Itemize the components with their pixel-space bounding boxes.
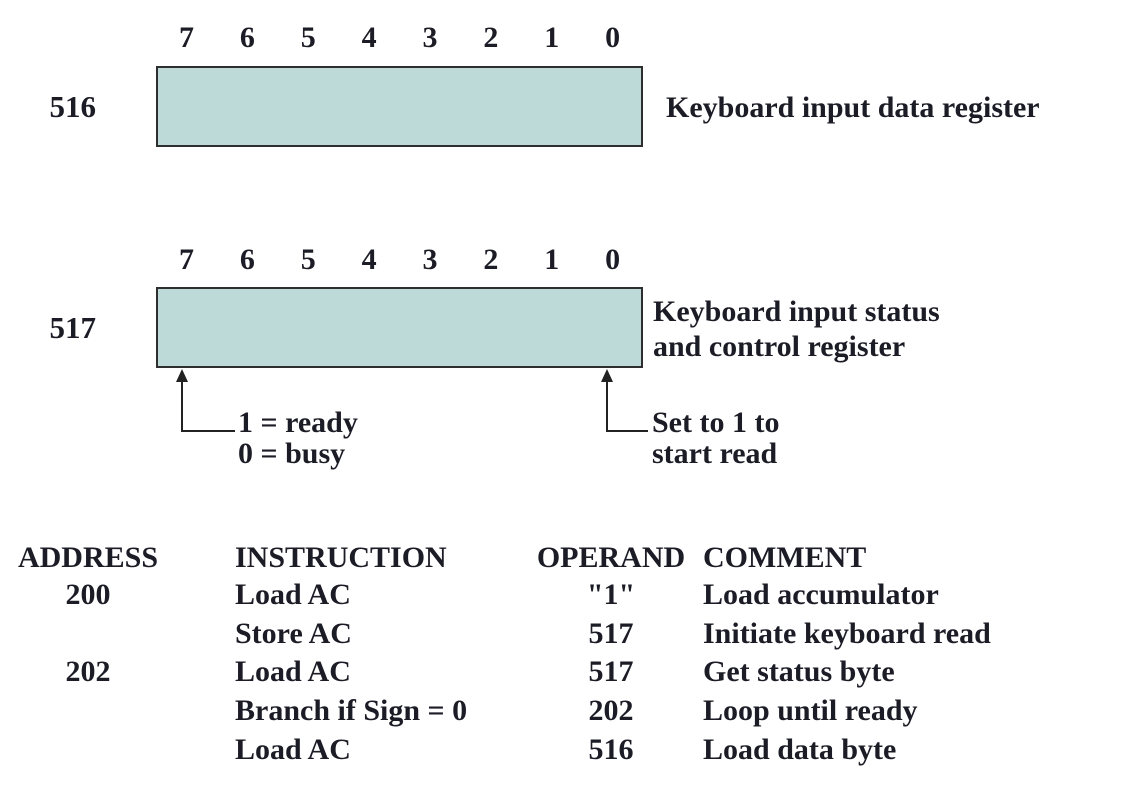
register-516-label: Keyboard input data register bbox=[666, 90, 1040, 125]
bit-number-label: 0 bbox=[605, 21, 621, 54]
column-header-operand: OPERAND bbox=[536, 541, 686, 574]
table-row: 202 Load AC 517 Get status byte bbox=[0, 653, 1129, 692]
cell-instruction: Load AC bbox=[235, 732, 351, 766]
register-516-box bbox=[156, 66, 643, 147]
bit-number-label: 4 bbox=[361, 21, 377, 54]
bit-number-label: 2 bbox=[483, 243, 499, 276]
cell-comment: Get status byte bbox=[703, 655, 895, 689]
cell-operand: 202 bbox=[588, 694, 634, 728]
bit0-annotation-line2: start read bbox=[652, 437, 778, 470]
cell-comment: Loop until ready bbox=[703, 694, 918, 728]
bit-number-label: 2 bbox=[483, 21, 499, 54]
cell-operand: "1" bbox=[586, 578, 636, 611]
cell-operand: 517 bbox=[588, 655, 634, 689]
cell-comment: Initiate keyboard read bbox=[703, 616, 991, 650]
register-517-address: 517 bbox=[49, 310, 97, 345]
register-517-label-line1: Keyboard input status bbox=[653, 295, 940, 328]
program-table-header: ADDRESS INSTRUCTION OPERAND COMMENT bbox=[0, 541, 1129, 574]
bit7-annotation-line1: 1 = ready bbox=[238, 406, 358, 439]
bit-number-label: 4 bbox=[361, 243, 377, 276]
cell-address: 202 bbox=[65, 655, 111, 689]
bit7-annotation-line2: 0 = busy bbox=[238, 437, 346, 470]
table-row: 200 Load AC "1" Load accumulator bbox=[0, 576, 1129, 615]
bit-number-label: 6 bbox=[239, 21, 255, 54]
program-table-rows: 200 Load AC "1" Load accumulator Store A… bbox=[0, 576, 1129, 769]
register-516-address: 516 bbox=[49, 89, 97, 124]
cell-instruction: Load AC bbox=[235, 655, 351, 689]
register-516-label-line: Keyboard input data register bbox=[666, 91, 1040, 124]
cell-instruction: Branch if Sign = 0 bbox=[235, 694, 468, 728]
bit-number-label: 3 bbox=[422, 21, 438, 54]
bit-number-label: 5 bbox=[300, 21, 316, 54]
register-517-label: Keyboard input status and control regist… bbox=[653, 294, 940, 364]
bit-number-label: 3 bbox=[422, 243, 438, 276]
bit0-arrow-elbow-line bbox=[606, 380, 648, 432]
bit-number-label: 5 bbox=[300, 243, 316, 276]
cell-comment: Load accumulator bbox=[703, 578, 939, 611]
register-517-box bbox=[156, 287, 643, 368]
bit7-arrow-elbow-line bbox=[181, 380, 235, 432]
bit-number-label: 7 bbox=[178, 243, 194, 276]
bit0-annotation: Set to 1 to start read bbox=[652, 407, 779, 469]
cell-operand: 517 bbox=[588, 616, 634, 650]
bit-number-label: 6 bbox=[239, 243, 255, 276]
column-header-address: ADDRESS bbox=[17, 541, 159, 574]
column-header-comment: COMMENT bbox=[703, 541, 867, 574]
arrow-up-icon bbox=[176, 369, 188, 382]
bit-number-label: 0 bbox=[605, 243, 621, 276]
table-row: Load AC 516 Load data byte bbox=[0, 731, 1129, 770]
cell-instruction: Store AC bbox=[235, 616, 352, 650]
table-row: Branch if Sign = 0 202 Loop until ready bbox=[0, 692, 1129, 731]
cell-comment: Load data byte bbox=[703, 732, 897, 766]
register-517-label-line2: and control register bbox=[653, 330, 906, 363]
column-header-instruction: INSTRUCTION bbox=[235, 541, 447, 574]
table-row: Store AC 517 Initiate keyboard read bbox=[0, 615, 1129, 654]
cell-address: 200 bbox=[65, 578, 111, 611]
cell-instruction: Load AC bbox=[235, 578, 351, 611]
bit0-annotation-line1: Set to 1 to bbox=[652, 406, 780, 439]
cell-operand: 516 bbox=[588, 732, 634, 766]
arrow-up-icon bbox=[601, 369, 613, 382]
bit-number-label: 1 bbox=[544, 243, 560, 276]
register-517-bit-labels: 7 6 5 4 3 2 1 0 bbox=[156, 243, 643, 276]
bit-number-label: 7 bbox=[178, 21, 194, 54]
bit-number-label: 1 bbox=[544, 21, 560, 54]
bit7-annotation: 1 = ready 0 = busy bbox=[238, 407, 358, 469]
register-516-bit-labels: 7 6 5 4 3 2 1 0 bbox=[156, 21, 643, 54]
